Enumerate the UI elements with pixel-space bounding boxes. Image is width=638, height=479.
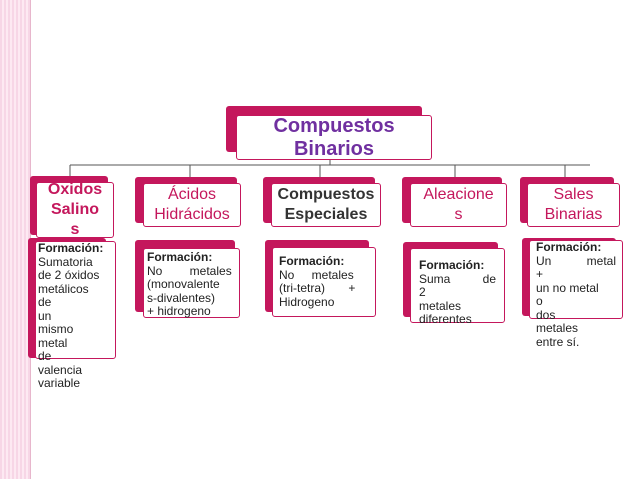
detail-especiales-line-3: Hidrogeno bbox=[279, 294, 335, 309]
detail-oxidos-label: Formación: bbox=[38, 241, 104, 255]
category-acidos-title-line-1: Ácidos bbox=[167, 186, 217, 203]
detail-oxidos-line-8: variable bbox=[38, 376, 81, 390]
category-oxidos-title-line-2: Salino bbox=[50, 201, 99, 218]
detail-especiales-line-2: (tri-tetra) + bbox=[279, 281, 356, 295]
detail-aleaciones: Formación: Suma de 2 metales diferentes bbox=[410, 248, 505, 326]
root-title-line-1: Compuestos bbox=[273, 114, 395, 137]
detail-especiales-line-1: No metales bbox=[279, 267, 354, 282]
detail-oxidos-line-7: valencia bbox=[38, 362, 83, 377]
category-acidos-hidracidos: Ácidos Hidrácidos bbox=[143, 183, 241, 227]
detail-aleaciones-label: Formación: bbox=[419, 258, 485, 272]
detail-aleaciones-line-3: diferentes bbox=[419, 312, 472, 326]
detail-sales-line-4: metales bbox=[536, 321, 579, 335]
detail-acidos-line-1: No metales bbox=[147, 263, 232, 278]
detail-especiales-label: Formación: bbox=[279, 254, 345, 268]
detail-oxidos-line-3: metálicos bbox=[38, 281, 89, 296]
root-node: Compuestos Binarios bbox=[236, 115, 432, 160]
detail-compuestos-especiales: Formación: No metales (tri-tetra) + Hidr… bbox=[272, 247, 376, 317]
detail-oxidos-line-5: mismo bbox=[38, 322, 74, 336]
detail-acidos-line-4: + hidrogeno bbox=[147, 304, 211, 318]
detail-oxidos-line-1: Sumatoria bbox=[38, 254, 93, 269]
category-especiales-title-line-1: Compuestos bbox=[277, 186, 375, 203]
detail-aleaciones-line-1: Suma de 2 bbox=[419, 271, 496, 299]
detail-oxidos-line-2: de 2 óxidos bbox=[38, 268, 100, 282]
detail-sales-line-5: entre sí. bbox=[536, 334, 580, 349]
root-title-line-2: Binarios bbox=[293, 137, 375, 160]
detail-oxidos-salinos: Formación: Sumatoria de 2 óxidos metálic… bbox=[35, 241, 116, 390]
category-aleaciones: Aleacione s bbox=[410, 183, 507, 227]
category-aleaciones-title-line-1: Aleacione bbox=[423, 186, 494, 203]
detail-acidos-line-2: (monovalente bbox=[147, 277, 220, 291]
detail-oxidos-line-6: metal de bbox=[38, 335, 68, 363]
detail-sales-label: Formación: bbox=[536, 240, 602, 254]
detail-sales-binarias: Formación: Un metal + un no metal o dos … bbox=[529, 240, 623, 348]
detail-sales-line-2: un no metal bbox=[536, 280, 599, 295]
detail-aleaciones-line-2: metales bbox=[419, 298, 462, 313]
detail-acidos-hidracidos: Formación: No metales (monovalente s-div… bbox=[143, 248, 240, 318]
category-oxidos-title-line-3: s bbox=[70, 221, 80, 238]
category-sales-title-line-2: Binarias bbox=[544, 206, 603, 223]
detail-acidos-line-3: s-divalentes) bbox=[147, 290, 216, 305]
category-sales-binarias: Sales Binarias bbox=[527, 183, 620, 227]
detail-sales-line-3: o dos bbox=[536, 294, 556, 322]
detail-sales-line-1: Un metal + bbox=[536, 253, 616, 281]
category-compuestos-especiales: Compuestos Especiales bbox=[271, 183, 381, 227]
category-especiales-title-line-2: Especiales bbox=[284, 206, 368, 223]
category-oxidos-title-line-1: Óxidos bbox=[47, 181, 103, 198]
category-acidos-title-line-2: Hidrácidos bbox=[154, 206, 230, 223]
category-aleaciones-title-line-2: s bbox=[454, 206, 463, 223]
category-oxidos-salinos: Óxidos Salino s bbox=[36, 181, 114, 238]
category-sales-title-line-1: Sales bbox=[553, 186, 594, 203]
detail-acidos-label: Formación: bbox=[147, 250, 213, 264]
detail-oxidos-line-4: de un bbox=[38, 295, 52, 323]
decorative-stripes bbox=[0, 0, 30, 479]
